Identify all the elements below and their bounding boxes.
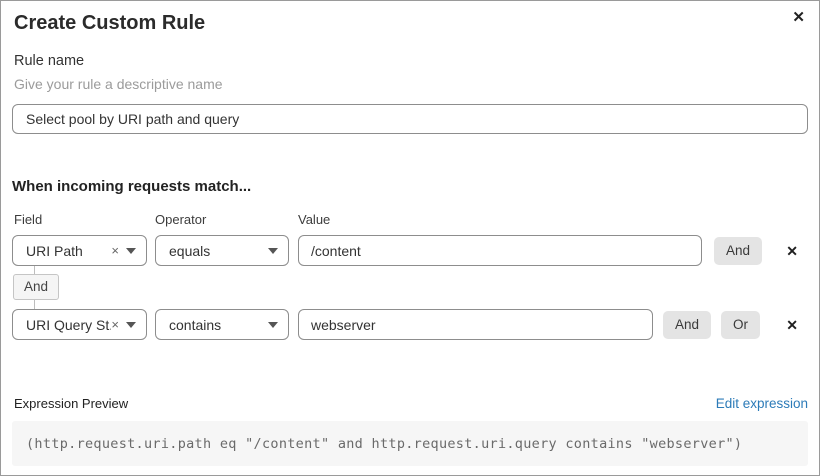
match-heading: When incoming requests match... — [12, 178, 252, 195]
rule-name-label: Rule name — [14, 53, 85, 69]
value-column-label: Value — [298, 212, 331, 227]
operator-select[interactable]: equals — [155, 235, 289, 266]
connector-line — [34, 266, 35, 274]
row-connector: And — [13, 266, 808, 309]
expression-preview-label: Expression Preview — [14, 396, 129, 411]
add-and-condition-button[interactable]: And — [714, 236, 763, 265]
condition-row: URI Query St... × contains And Or ✕ — [12, 309, 808, 340]
field-column-label: Field — [14, 212, 43, 227]
operator-column-label: Operator — [155, 212, 207, 227]
clear-selection-icon[interactable]: × — [111, 243, 119, 258]
chevron-down-icon — [126, 321, 136, 328]
chevron-down-icon — [268, 321, 278, 328]
value-input[interactable] — [298, 235, 702, 266]
field-select[interactable]: URI Query St... × — [12, 309, 147, 340]
operator-select[interactable]: contains — [155, 309, 289, 340]
chevron-down-icon — [126, 247, 136, 254]
field-select-value: URI Path — [26, 242, 83, 259]
close-icon[interactable]: ✕ — [792, 9, 805, 26]
value-input[interactable] — [298, 309, 653, 340]
field-select[interactable]: URI Path × — [12, 235, 147, 266]
add-and-condition-button[interactable]: And — [663, 310, 712, 339]
edit-expression-link[interactable]: Edit expression — [715, 396, 808, 411]
dialog-title: Create Custom Rule — [14, 12, 206, 34]
connector-line — [34, 300, 35, 309]
add-or-condition-button[interactable]: Or — [721, 310, 761, 339]
operator-select-value: equals — [169, 242, 211, 259]
clear-selection-icon[interactable]: × — [111, 317, 119, 332]
rule-name-hint: Give your rule a descriptive name — [14, 76, 223, 92]
chevron-down-icon — [268, 247, 278, 254]
expression-preview-box: (http.request.uri.path eq "/content" and… — [12, 421, 808, 466]
delete-row-icon[interactable]: ✕ — [786, 242, 798, 259]
delete-row-icon[interactable]: ✕ — [786, 316, 798, 333]
rule-name-input[interactable] — [12, 104, 808, 134]
field-select-value: URI Query St... — [26, 316, 111, 333]
column-labels: Field Operator Value — [14, 212, 808, 227]
expression-preview-header: Expression Preview Edit expression — [14, 396, 808, 411]
expression-code: (http.request.uri.path eq "/content" and… — [26, 435, 743, 452]
condition-row: URI Path × equals And ✕ — [12, 235, 808, 266]
connector-and-badge[interactable]: And — [13, 274, 60, 300]
operator-select-value: contains — [169, 316, 222, 333]
